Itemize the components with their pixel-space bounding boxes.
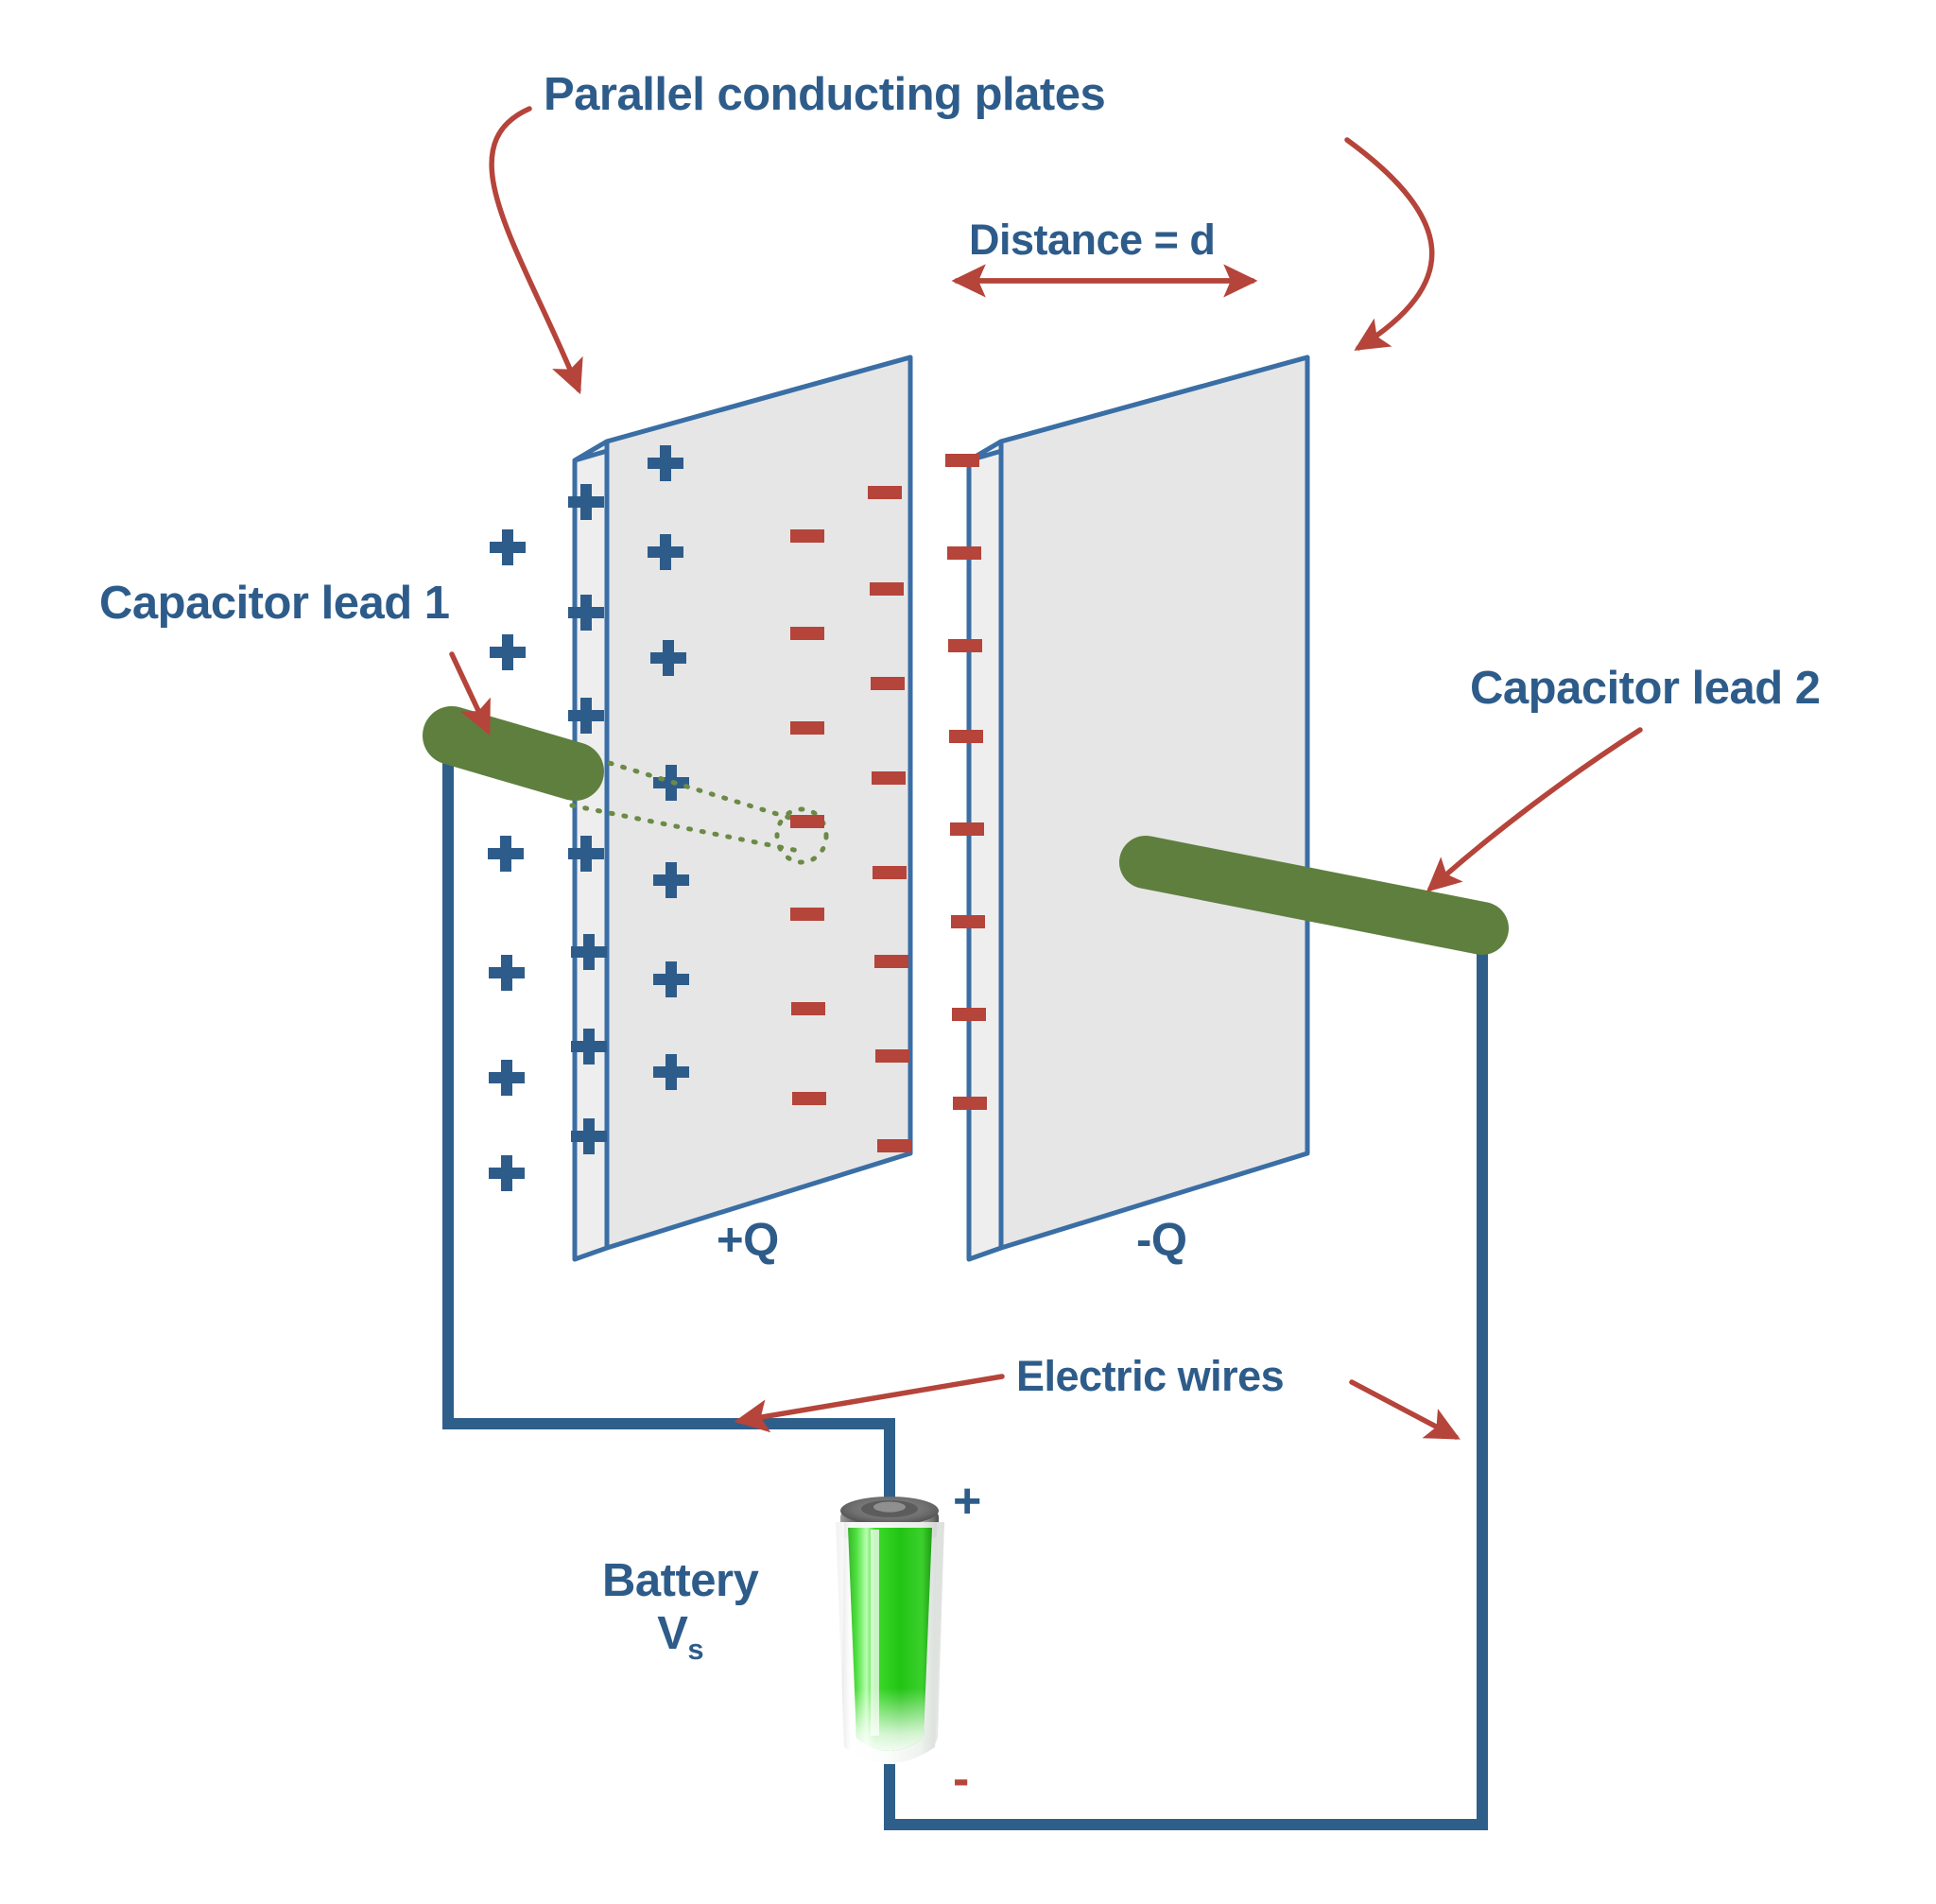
plus-charge-icon: [490, 529, 526, 565]
minus-charge-icon: [790, 627, 824, 640]
minus-charge-icon: [953, 1097, 987, 1110]
plus-charge-icon: [489, 955, 525, 991]
right-plate-charges: [790, 454, 987, 1152]
plus-charge-icon: [648, 534, 683, 570]
minus-charge-icon: [951, 915, 985, 928]
minus-charge-icon: [877, 1139, 911, 1152]
plus-charge-icon: [571, 1118, 607, 1154]
minus-charge-icon: [792, 1092, 826, 1105]
label-electric-wires: Electric wires: [1016, 1352, 1285, 1400]
right-plate-front-face: [998, 355, 1310, 1251]
label-battery-word: Battery: [602, 1555, 759, 1606]
label-capacitor-lead-2: Capacitor lead 2: [1470, 663, 1821, 714]
minus-charge-icon: [790, 815, 824, 828]
battery-voltage-subscript: s: [687, 1632, 704, 1666]
minus-charge-icon: [949, 730, 983, 743]
annotation-arrows: [449, 106, 1643, 1440]
plus-charge-icon: [568, 484, 604, 520]
minus-charge-icon: [870, 582, 904, 596]
plus-charge-icon: [653, 862, 689, 898]
battery-negative-terminal-label: -: [953, 1752, 969, 1807]
minus-charge-icon: [871, 677, 905, 690]
lead1-arrow: [449, 651, 491, 736]
plus-charge-icon: [568, 595, 604, 631]
label-battery: Battery Vs: [602, 1554, 759, 1667]
minus-charge-icon: [790, 529, 824, 543]
electric-wires-right-arrow: [1349, 1379, 1461, 1440]
right-wire: [884, 949, 1488, 1830]
minus-charge-icon: [947, 546, 981, 560]
label-parallel-conducting-plates: Parallel conducting plates: [544, 69, 1106, 120]
plus-charge-icon: [568, 836, 604, 872]
right-plate-side-face: [966, 439, 1004, 1262]
plus-charge-icon: [571, 934, 607, 970]
label-battery-voltage: Vs: [602, 1607, 758, 1667]
parallel-plates-left-arrow: [489, 106, 583, 395]
minus-charge-icon: [875, 1049, 909, 1063]
minus-charge-icon: [790, 721, 824, 735]
plus-charge-icon: [568, 698, 604, 734]
minus-charge-icon: [948, 639, 982, 652]
left-plate-front-face: [604, 355, 913, 1251]
capacitor-lead-1: [423, 706, 604, 801]
minus-charge-icon: [790, 908, 824, 921]
capacitor-lead-1-hidden: [569, 749, 829, 865]
plus-charge-icon: [650, 640, 686, 676]
plus-charge-icon: [653, 1054, 689, 1090]
label-capacitor-lead-1: Capacitor lead 1: [99, 578, 450, 629]
lead2-arrow: [1426, 727, 1643, 892]
label-distance: Distance = d: [969, 216, 1216, 264]
circuit-wires: [442, 741, 1488, 1830]
minus-charge-icon: [868, 486, 902, 499]
minus-charge-icon: [873, 866, 907, 879]
minus-charge-icon: [950, 822, 984, 836]
electric-wires-left-arrow: [734, 1374, 1005, 1433]
minus-charge-icon: [872, 771, 906, 785]
battery-voltage-symbol: V: [657, 1608, 688, 1659]
minus-charge-icon: [874, 955, 908, 968]
plus-charge-icon: [571, 1029, 607, 1065]
left-wire: [442, 741, 895, 1511]
capacitor-lead-2: [1119, 836, 1509, 955]
label-plate-right-charge: -Q: [1136, 1215, 1187, 1266]
minus-charge-icon: [791, 1002, 825, 1015]
battery-positive-terminal-label: +: [953, 1474, 981, 1529]
label-plate-left-charge: +Q: [717, 1215, 779, 1266]
minus-charge-icon: [945, 454, 979, 467]
battery-fill-fade: [848, 1528, 932, 1751]
plus-charge-icon: [489, 1155, 525, 1191]
right-plate: [966, 355, 1310, 1262]
plus-charge-icon: [489, 1060, 525, 1096]
plus-charge-icon: [490, 634, 526, 670]
battery-icon: [836, 1497, 944, 1763]
parallel-plates-right-arrow: [1344, 137, 1435, 351]
left-plate: [572, 355, 913, 1262]
plus-charge-icon: [653, 961, 689, 997]
plus-charge-icon: [488, 836, 524, 872]
left-plate-charges: [488, 445, 689, 1191]
minus-charge-icon: [952, 1008, 986, 1021]
plus-charge-icon: [648, 445, 683, 481]
battery-highlight: [871, 1530, 879, 1736]
